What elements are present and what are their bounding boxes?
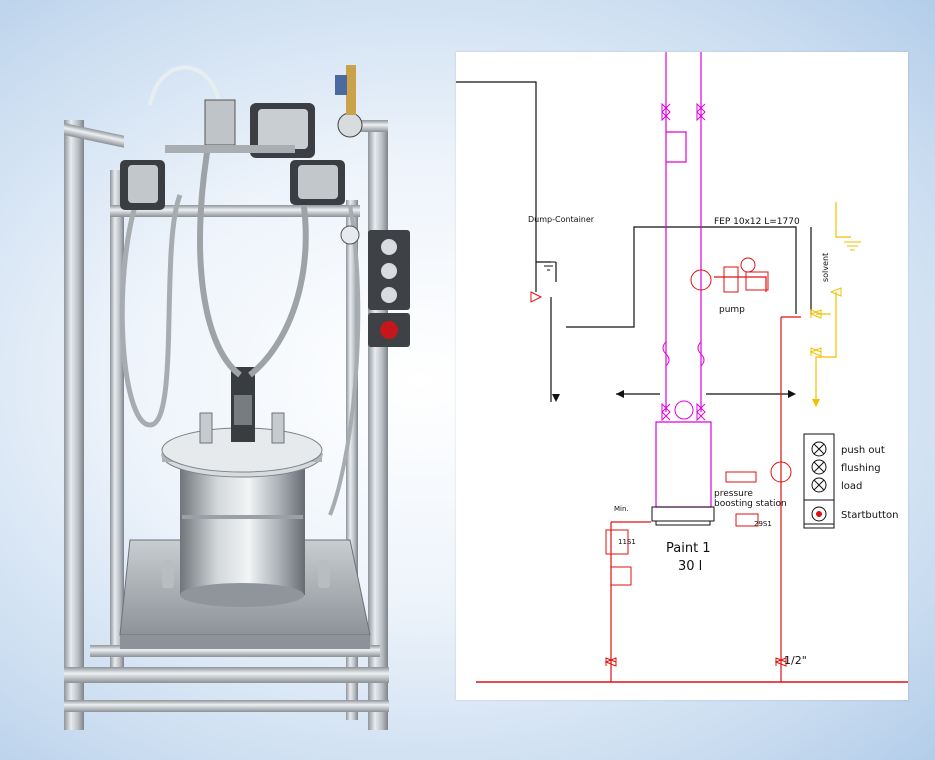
hose-label: FEP 10x12 L=1770 [714, 217, 800, 227]
sensor-29s1-label: 29S1 [754, 520, 772, 528]
schematic-diagram: Dump-Container FEP 10x12 L=1770 solvent … [456, 52, 908, 700]
legend-load: load [841, 481, 862, 492]
pipe-size-label: 1/2" [784, 654, 807, 667]
station-label-line2: boosting station [714, 499, 787, 509]
dump-container-label: Dump-Container [528, 215, 595, 224]
tank-label-line1: Paint 1 [666, 541, 711, 556]
schematic-svg: Dump-Container FEP 10x12 L=1770 solvent … [456, 52, 908, 683]
solvent-label: solvent [821, 253, 830, 282]
pump-label: pump [719, 305, 745, 315]
legend-startbutton: Startbutton [841, 510, 898, 521]
station-label-line1: pressure [714, 489, 753, 499]
sensor-11s1-label: 11S1 [618, 538, 636, 546]
min-label: Min. [614, 505, 629, 513]
legend-flushing: flushing [841, 463, 881, 474]
tank-label-line2: 30 l [678, 559, 702, 574]
paint-pressure-station-photo-icon [64, 65, 410, 730]
station-photo [50, 45, 410, 745]
legend-push-out: push out [841, 445, 885, 456]
